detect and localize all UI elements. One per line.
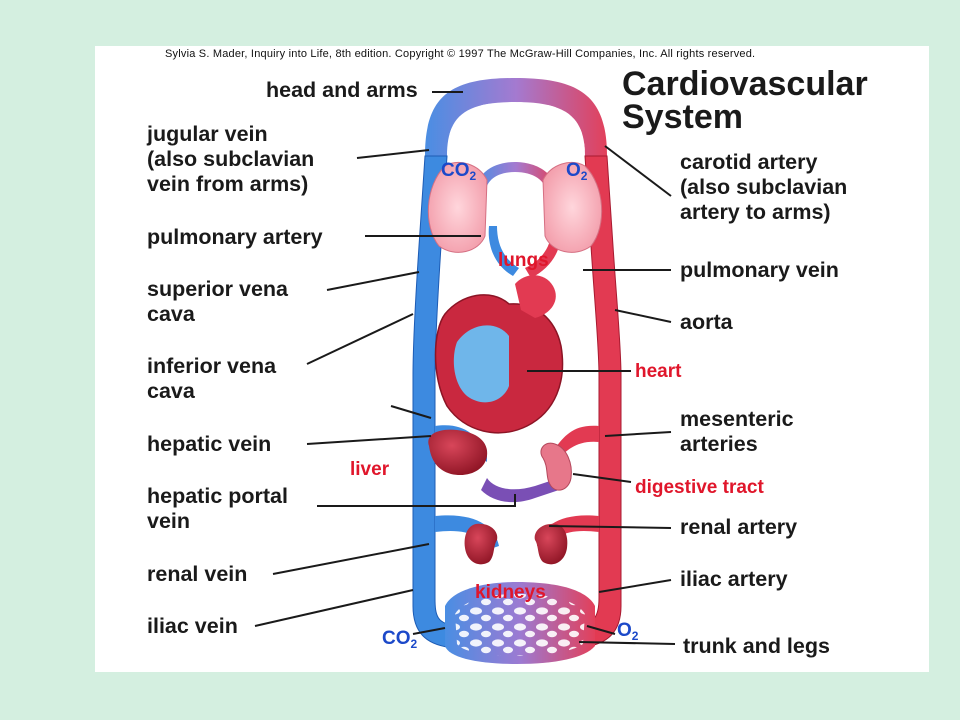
label-liver: liver	[350, 459, 390, 480]
label-digestive-tract: digestive tract	[635, 477, 764, 498]
leader-o2-bottom	[586, 625, 616, 635]
leader-aorta	[614, 309, 672, 323]
label-carotid-artery-1: carotid artery	[680, 150, 818, 174]
label-heart: heart	[635, 361, 682, 382]
leader-renal-artery	[548, 525, 672, 529]
label-hepatic-vein: hepatic vein	[147, 432, 272, 456]
leader-lines	[254, 91, 676, 645]
hepatic-portal-vein	[481, 476, 565, 503]
leader-inferior-vena-cava	[306, 313, 414, 365]
label-carotid-artery-3: artery to arms)	[680, 200, 831, 224]
label-head-and-arms: head and arms	[266, 78, 418, 102]
label-iliac-artery: iliac artery	[680, 567, 788, 591]
pulmonary-artery-vessel	[488, 226, 519, 276]
label-trunk-and-legs: trunk and legs	[683, 634, 830, 658]
diagram-title: Cardiovascular System	[622, 65, 868, 136]
label-kidneys: kidneys	[475, 582, 546, 603]
leader-jugular-vein	[356, 149, 430, 159]
leader-iliac-artery	[598, 579, 672, 593]
label-o2-top: O2	[566, 160, 588, 183]
label-pulmonary-artery: pulmonary artery	[147, 225, 323, 249]
leader-iliac-vein	[254, 589, 414, 627]
label-hepatic-portal-vein-2: vein	[147, 509, 191, 533]
digestive-tract-organ	[540, 442, 572, 491]
right-lung	[542, 162, 603, 253]
leader-digestive-tract	[572, 473, 632, 483]
title-line-1: Cardiovascular	[622, 65, 868, 103]
label-renal-vein: renal vein	[147, 562, 248, 586]
pulmonary-capillary-bed	[475, 162, 557, 196]
title-line-2: System	[622, 98, 743, 136]
legs-capillary-cells	[455, 594, 585, 656]
head-capillary-cells	[447, 102, 585, 156]
label-mesenteric-arteries-2: arteries	[680, 432, 758, 456]
label-o2-bottom: O2	[617, 620, 639, 643]
mesenteric-artery-branch	[555, 425, 599, 460]
leader-mesenteric-arteries	[604, 431, 672, 437]
leader-renal-vein	[272, 543, 430, 575]
label-carotid-artery-2: (also subclavian	[680, 175, 848, 199]
label-superior-vena-cava-1: superior vena	[147, 277, 288, 301]
copyright-credit: Sylvia S. Mader, Inquiry into Life, 8th …	[165, 48, 756, 60]
label-jugular-vein-3: vein from arms)	[147, 172, 309, 196]
leader-trunk-and-legs	[578, 641, 676, 645]
liver-organ	[428, 429, 488, 476]
label-jugular-vein-2: (also subclavian	[147, 147, 315, 171]
label-iliac-vein: iliac vein	[147, 614, 238, 638]
label-aorta: aorta	[680, 310, 733, 334]
circulation-illustration	[254, 78, 676, 664]
head-capillary-bed	[425, 78, 607, 156]
label-renal-artery: renal artery	[680, 515, 798, 539]
label-jugular-vein-1: jugular vein	[147, 122, 268, 146]
left-lung	[427, 162, 488, 253]
label-co2-top: CO2	[441, 160, 477, 183]
label-mesenteric-arteries-1: mesenteric	[680, 407, 794, 431]
right-kidney	[534, 523, 568, 565]
label-inferior-vena-cava-1: inferior vena	[147, 354, 277, 378]
diagram-panel: Sylvia S. Mader, Inquiry into Life, 8th …	[95, 46, 929, 672]
aortic-arch	[515, 275, 556, 318]
heart-right-side	[453, 325, 509, 403]
organs	[427, 162, 603, 565]
leader-hepatic-vein	[306, 435, 432, 445]
leader-liver	[390, 405, 432, 419]
leader-hepatic-portal-vein	[317, 494, 516, 507]
label-pulmonary-vein: pulmonary vein	[680, 258, 839, 282]
label-superior-vena-cava-2: cava	[147, 302, 195, 326]
left-kidney	[464, 523, 498, 565]
label-co2-bottom: CO2	[382, 628, 418, 651]
label-inferior-vena-cava-2: cava	[147, 379, 195, 403]
label-hepatic-portal-vein-1: hepatic portal	[147, 484, 288, 508]
leader-carotid-artery	[604, 145, 672, 197]
leader-superior-vena-cava	[326, 271, 420, 291]
label-lungs: lungs	[498, 250, 549, 271]
leader-co2-bottom	[412, 627, 446, 635]
